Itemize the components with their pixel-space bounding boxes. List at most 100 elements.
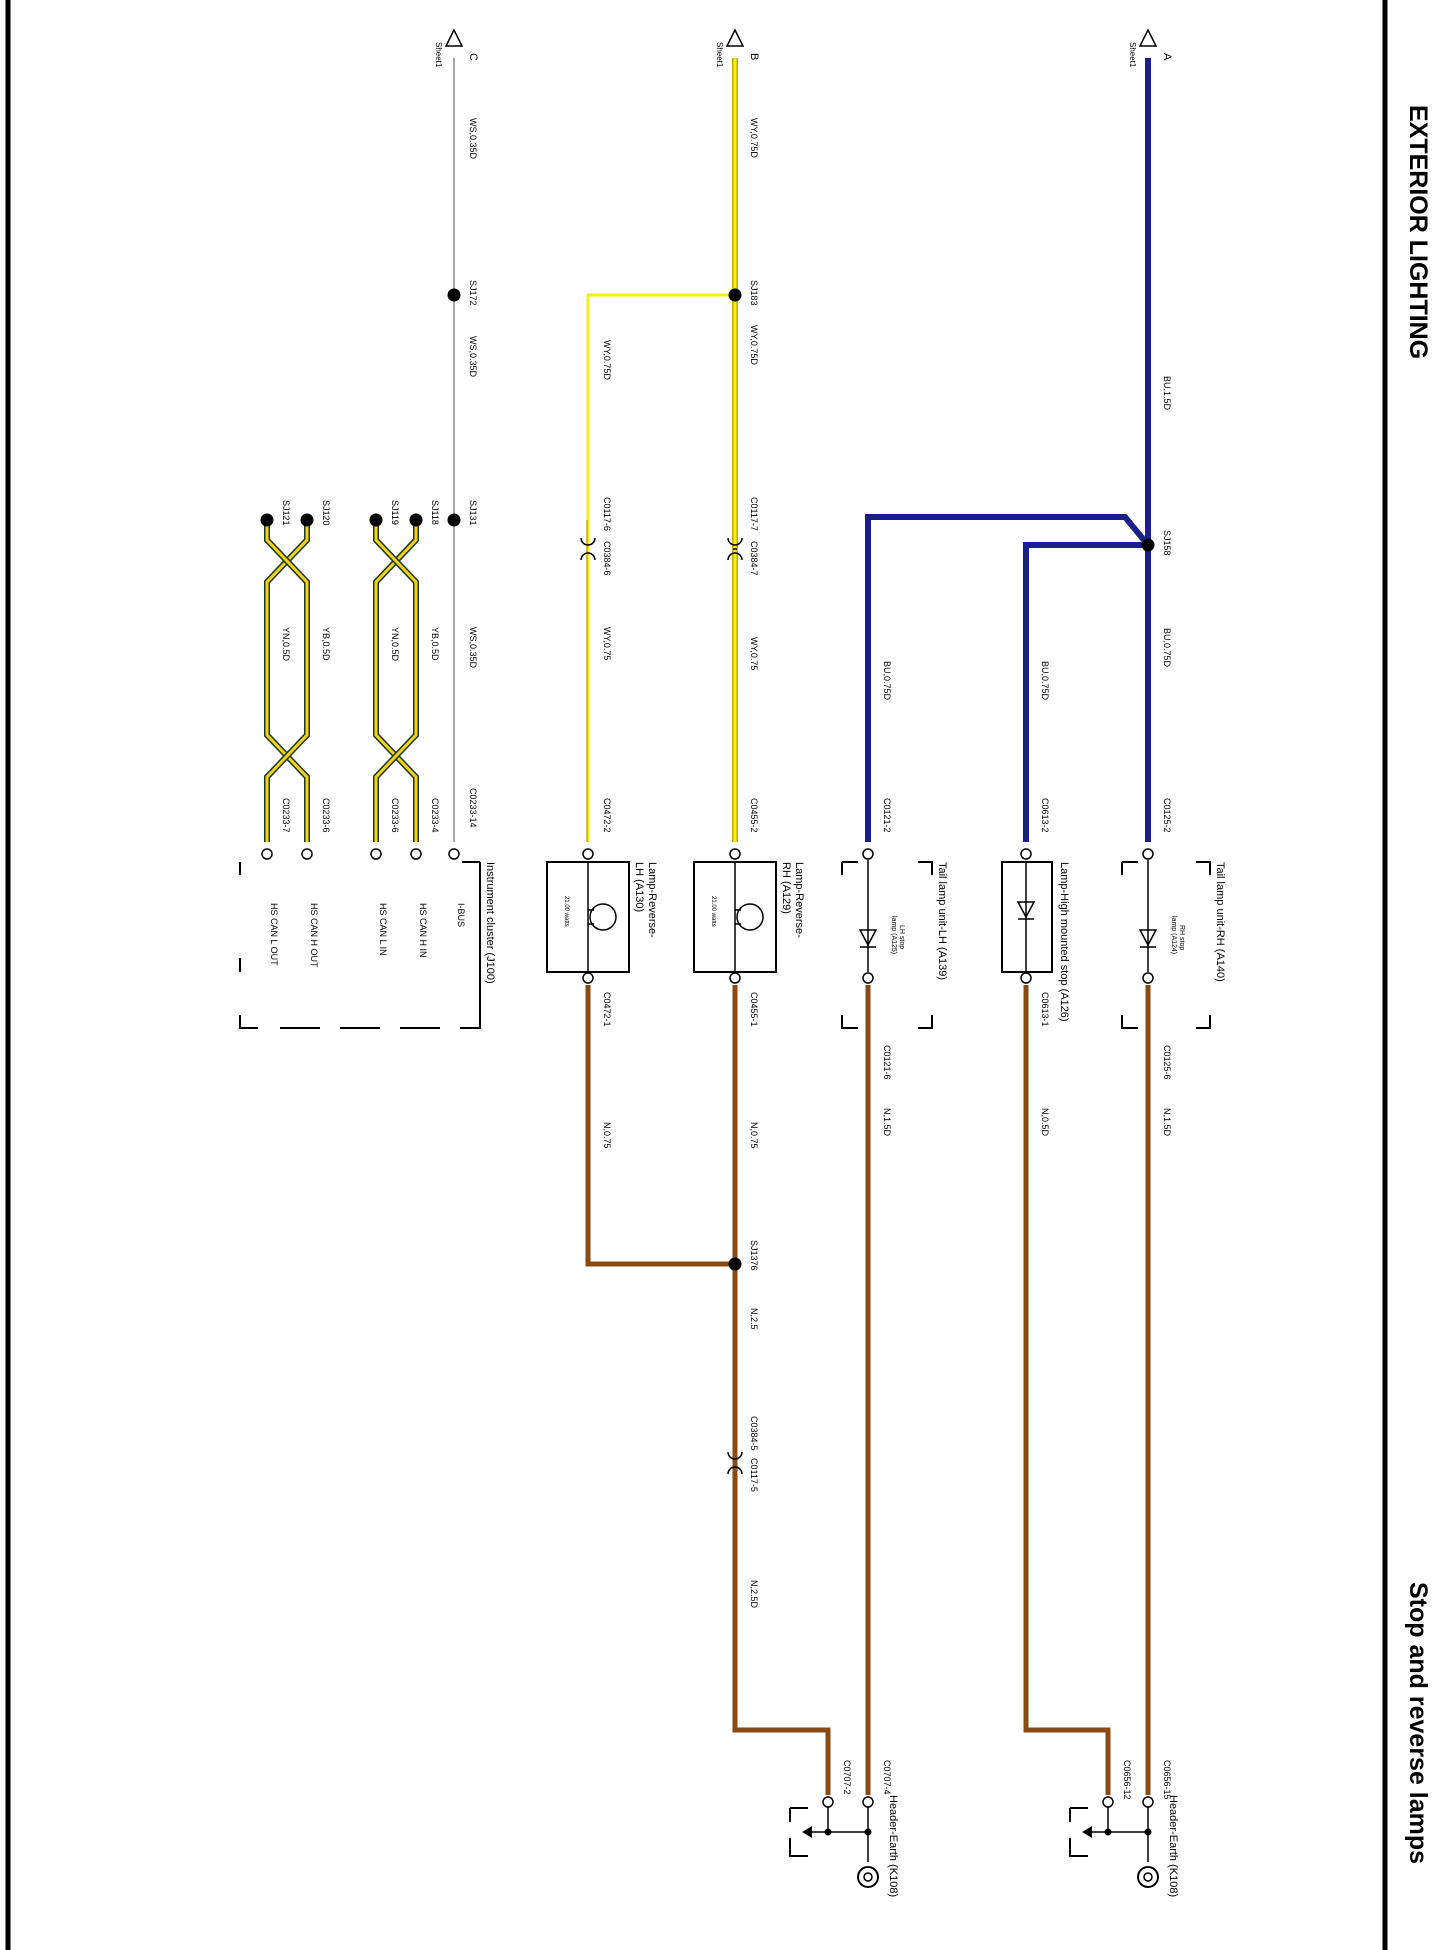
pin-label-hs-can-h-in: HS CAN H IN xyxy=(418,903,428,958)
wire-label: N,0.75 xyxy=(602,1122,612,1149)
component-sublabel: lamp (A125) xyxy=(890,916,897,954)
instrument-cluster-outline xyxy=(239,861,481,1029)
wire-label: N,0.5D xyxy=(1040,1108,1050,1137)
connector-label: C0707-2 xyxy=(842,1760,852,1795)
component-label: Lamp-High mounted stop (A126) xyxy=(1058,862,1070,1022)
connector-label: C0472-1 xyxy=(602,992,612,1027)
wire-label: WY,0.75D xyxy=(749,325,759,365)
splice-dot-sj121 xyxy=(260,513,274,527)
component-sublabel: lamp (A124) xyxy=(1170,916,1177,954)
wire-label: N,0.75 xyxy=(749,1122,759,1149)
component-label: RH (A129) xyxy=(780,862,792,914)
tail-lamp-lh: Tail lamp unit-LH (A139) LH stop lamp (A… xyxy=(841,860,948,1029)
sheet-ref-b: B Sheet1 xyxy=(715,28,760,68)
connector-label: C0121-2 xyxy=(882,798,892,833)
wire-segments xyxy=(264,58,1151,1795)
wire-label: BU,0.75D xyxy=(1040,661,1050,701)
component-label: LH (A130) xyxy=(633,862,645,912)
earth-point-center xyxy=(863,1872,873,1882)
splice-label: SJ1376 xyxy=(749,1240,759,1271)
pin-label-hs-can-l-out: HS CAN L OUT xyxy=(269,903,279,966)
tail-lamp-rh: Tail lamp unit-RH (A140) RH stop lamp (A… xyxy=(1121,860,1226,1029)
splice-label: SJ121 xyxy=(281,500,291,526)
connector-label: C0233-6 xyxy=(321,798,331,833)
led-icon xyxy=(1138,929,1158,947)
wire-label: WY,0.75D xyxy=(749,118,759,158)
component-label: Lamp-Reverse- xyxy=(646,862,658,938)
section-title: EXTERIOR LIGHTING xyxy=(1404,105,1432,359)
connector-label: C0233-7 xyxy=(281,798,291,833)
wire-label: N,2.5D xyxy=(749,1580,759,1609)
wire-label: YB,0.5D xyxy=(321,627,331,661)
component-label: Lamp-Reverse- xyxy=(793,862,805,938)
lamp-wattage: 21.00 watts xyxy=(563,896,569,927)
lamp-reverse-rh: Lamp-Reverse- RH (A129) 21.00 watts xyxy=(693,861,805,973)
wire-label: BU,0.75D xyxy=(1162,628,1172,668)
component-label: Header-Earth (K108) xyxy=(887,1795,899,1897)
splice-dots xyxy=(260,288,1155,1271)
instrument-cluster: Instrument cluster (J100) I-BUS HS CAN H… xyxy=(239,861,496,1029)
inline-connector-c0117-7 xyxy=(727,537,743,561)
wire-label: WY,0.75 xyxy=(749,637,759,670)
connector-label: C0117-5 xyxy=(749,1458,759,1492)
sheet-ref-c: C Sheet1 xyxy=(434,28,479,68)
wire-label: BU,1.5D xyxy=(1162,376,1172,411)
connector-label: C0121-6 xyxy=(882,1045,892,1080)
wire-label: N,1.5D xyxy=(1162,1108,1172,1137)
sheet-ref-letter: A xyxy=(1161,53,1173,61)
header-earth-b-outline xyxy=(789,1807,808,1857)
wire-brown-hms xyxy=(1023,985,1111,1795)
wire-label: YN,0.5D xyxy=(390,627,400,662)
sheet-ref-arrow-icon xyxy=(725,28,745,47)
splice-labels: SJ158 SJ183 SJ172 SJ131 SJ118 SJ119 SJ12… xyxy=(281,280,1172,1271)
wire-label: WS,0.35D xyxy=(468,627,478,669)
pin-label-hs-can-h-out: HS CAN H OUT xyxy=(309,903,319,968)
sheet-ref-arrow-icon xyxy=(1138,28,1158,47)
wire-label: WY,0.75D xyxy=(602,340,612,380)
wire-labels: BU,1.5D BU,0.75D BU,0.75D BU,0.75D WY,0.… xyxy=(281,118,1172,1609)
connector-label: C0233-6 xyxy=(390,798,400,833)
connector-label: C0384-7 xyxy=(749,541,759,576)
connector-cups-top xyxy=(261,848,1154,860)
connector-label: C0117-7 xyxy=(749,497,759,531)
header-earth-a-outline xyxy=(1069,1807,1088,1857)
component-label: Tail lamp unit-RH (A140) xyxy=(1214,862,1226,982)
splice-dot-sj119 xyxy=(369,513,383,527)
sheet-ref-arrow-icon xyxy=(444,28,464,47)
connector-label: C0613-2 xyxy=(1040,798,1050,833)
led-icon xyxy=(1016,901,1036,919)
connector-cups-earth xyxy=(822,1796,1154,1808)
lamp-hms-box xyxy=(1001,861,1053,973)
wire-label: YN,0.5D xyxy=(281,627,291,662)
splice-label: SJ172 xyxy=(468,280,478,306)
twisted-pair-out xyxy=(264,520,310,842)
splice-label: SJ158 xyxy=(1162,530,1172,556)
splice-dot-sj172 xyxy=(447,288,461,302)
header-earth-b: Header-Earth (K108) xyxy=(789,1795,899,1897)
splice-label: SJ119 xyxy=(390,500,400,525)
connector-label: C0455-2 xyxy=(749,798,759,833)
component-sublabel: RH stop xyxy=(1178,925,1185,950)
splice-dot-sj131 xyxy=(447,513,461,527)
wire-label: WS,0.35D xyxy=(468,336,478,378)
wire-brown-rev-main xyxy=(732,985,831,1795)
component-label: Tail lamp unit-LH (A139) xyxy=(936,862,948,980)
earth-point-icon xyxy=(857,1866,879,1888)
wire-label: YB,0.5D xyxy=(430,627,440,661)
splice-label: SJ183 xyxy=(749,280,759,306)
wire-label: BU,0.75D xyxy=(882,661,892,701)
wire-label: N,2.5 xyxy=(749,1308,759,1330)
wire-blue-lh xyxy=(865,514,1151,842)
sheet-ref-sheet: Sheet1 xyxy=(434,42,443,68)
led-icon xyxy=(858,929,878,947)
wire-label: WY,0.75 xyxy=(602,627,612,660)
wire-brown-rev-lh xyxy=(585,985,735,1267)
sheet-ref-sheet: Sheet1 xyxy=(1128,42,1137,68)
connector-label: C0233-14 xyxy=(468,788,478,828)
splice-label: SJ120 xyxy=(321,500,331,526)
sheet-ref-letter: B xyxy=(748,53,760,60)
inline-connector-c0384-5 xyxy=(727,1451,743,1475)
connector-label: C0233-4 xyxy=(430,798,440,833)
